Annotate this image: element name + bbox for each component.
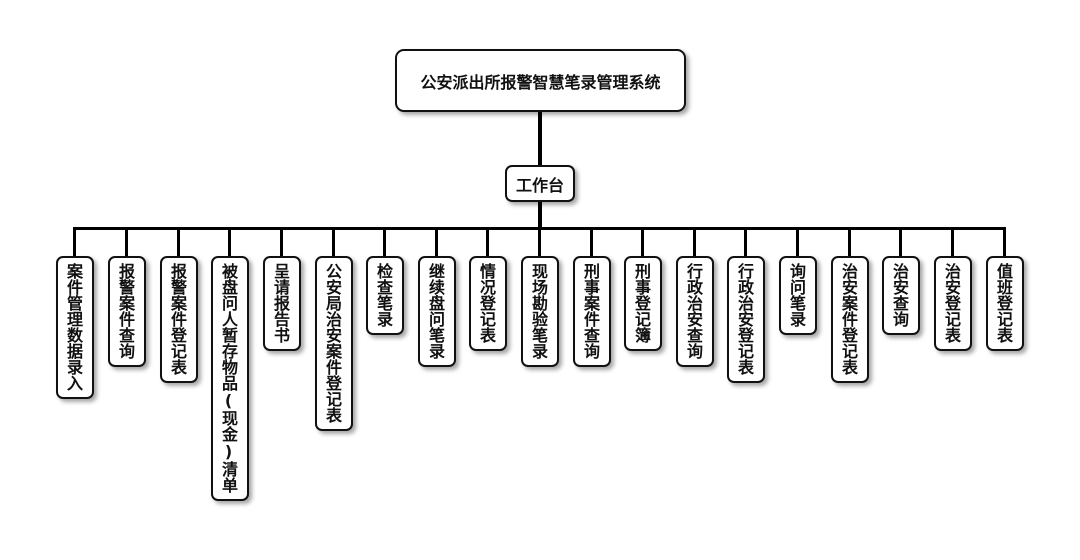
root-to-hub-connector [538, 112, 542, 165]
leaf-label: 行政治安查询 [684, 263, 703, 359]
leaf-node: 刑事案件查询 [573, 256, 611, 367]
leaf-label: 刑事案件查询 [581, 263, 600, 359]
leaf-label: 治安登记表 [942, 263, 961, 343]
leaf-drop-connector [125, 227, 128, 256]
leaf-node: 报警案件登记表 [160, 256, 198, 383]
leaf-label: 行政治安登记表 [735, 263, 754, 375]
root-label: 公安派出所报警智慧笔录管理系统 [420, 72, 661, 92]
leaf-drop-connector [590, 227, 593, 256]
leaf-node: 刑事登记簿 [624, 256, 662, 351]
leaf-label: 治安查询 [890, 263, 909, 327]
leaf-drop-connector [383, 227, 386, 256]
leaf-node: 情况登记表 [469, 256, 507, 351]
leaf-label: 刑事登记簿 [632, 263, 651, 343]
leaf-node: 呈请报告书 [263, 256, 301, 351]
leaf-label: 值班登记表 [994, 263, 1013, 343]
leaf-drop-connector [848, 227, 851, 256]
leaf-label: 被盘问人暂存物品(现金)清单 [219, 263, 238, 493]
leaf-node: 询问笔录 [779, 256, 817, 335]
leaf-label: 案件管理数据录入 [64, 263, 83, 391]
leaf-node: 现场勘验笔录 [521, 256, 559, 367]
leaf-label: 治安案件登记表 [839, 263, 858, 375]
leaf-drop-connector [796, 227, 799, 256]
leaf-node: 治安登记表 [934, 256, 972, 351]
leaf-drop-connector [73, 227, 76, 256]
hub-label: 工作台 [515, 175, 564, 195]
leaf-node: 继续盘问笔录 [418, 256, 456, 367]
leaf-node: 值班登记表 [986, 256, 1024, 351]
leaf-node: 报警案件查询 [108, 256, 146, 367]
leaf-drop-connector [280, 227, 283, 256]
leaf-drop-connector [951, 227, 954, 256]
leaf-label: 询问笔录 [787, 263, 806, 327]
leaf-label: 现场勘验笔录 [529, 263, 548, 359]
leaf-node: 被盘问人暂存物品(现金)清单 [211, 256, 249, 501]
leaf-drop-connector [744, 227, 747, 256]
leaf-label: 报警案件查询 [116, 263, 135, 359]
leaf-label: 检查笔录 [374, 263, 393, 327]
leaf-label: 继续盘问笔录 [426, 263, 445, 359]
leaf-label: 公安局治安案件登记表 [323, 263, 342, 423]
root-node-system-title: 公安派出所报警智慧笔录管理系统 [395, 49, 686, 112]
hub-node-workbench: 工作台 [505, 165, 575, 202]
hub-to-bus-connector [538, 202, 542, 229]
leaf-drop-connector [228, 227, 231, 256]
leaf-node: 检查笔录 [366, 256, 404, 335]
leaf-node: 案件管理数据录入 [56, 256, 94, 399]
leaf-drop-connector [538, 227, 541, 256]
leaf-node: 公安局治安案件登记表 [315, 256, 353, 431]
leaf-drop-connector [1003, 227, 1006, 256]
horizontal-bus-line [73, 227, 1006, 230]
leaf-node: 行政治安登记表 [727, 256, 765, 383]
leaf-drop-connector [486, 227, 489, 256]
leaf-drop-connector [177, 227, 180, 256]
leaf-drop-connector [899, 227, 902, 256]
leaf-node: 行政治安查询 [676, 256, 714, 367]
leaf-drop-connector [435, 227, 438, 256]
leaf-drop-connector [332, 227, 335, 256]
leaf-drop-connector [641, 227, 644, 256]
leaf-label: 报警案件登记表 [168, 263, 187, 375]
leaf-node: 治安查询 [882, 256, 920, 335]
leaf-drop-connector [693, 227, 696, 256]
leaf-label: 呈请报告书 [271, 263, 290, 343]
leaf-node: 治安案件登记表 [831, 256, 869, 383]
leaf-label: 情况登记表 [477, 263, 496, 343]
